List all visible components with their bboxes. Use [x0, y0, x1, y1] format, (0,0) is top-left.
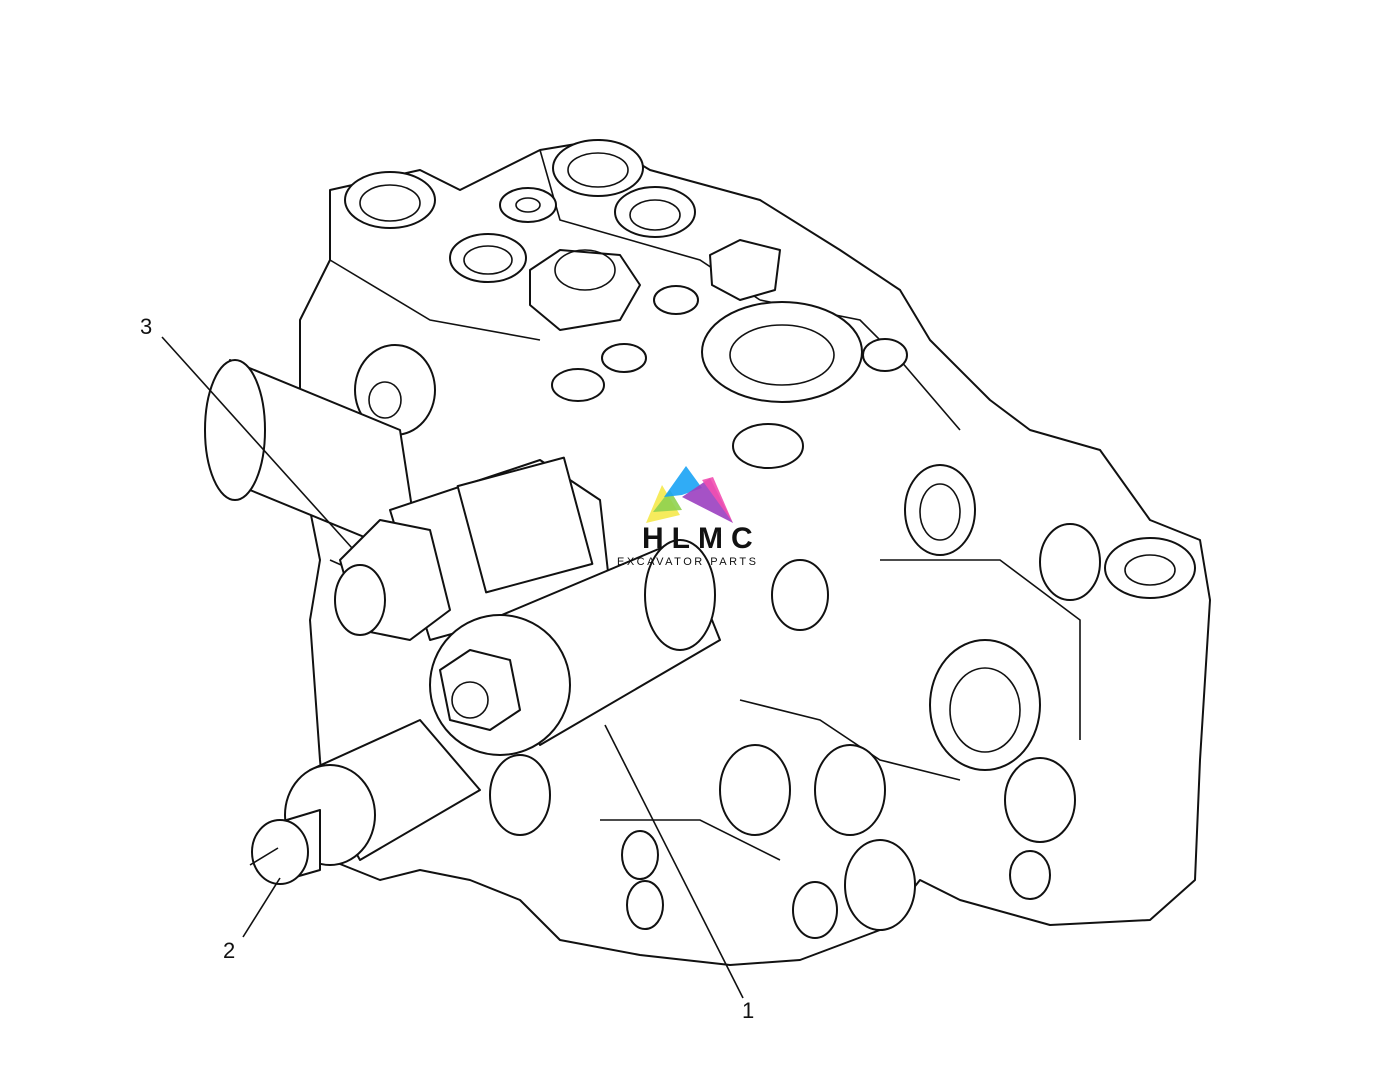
callout-2: 2 [223, 938, 236, 963]
watermark-logo-icon [646, 466, 733, 523]
callout-3: 3 [140, 314, 153, 339]
solenoid-1 [429, 539, 721, 756]
logo-facet [664, 466, 702, 497]
ports [344, 139, 1196, 939]
leader-line-1 [604, 724, 744, 999]
leader-line-2 [242, 877, 281, 938]
logo-facet [653, 490, 682, 512]
logo-facet [682, 478, 733, 523]
solenoid-3 [204, 359, 611, 641]
watermark-subtitle: EXCAVATOR PARTS [617, 556, 759, 568]
leader-line-3 [161, 336, 353, 549]
logo-facet [702, 477, 733, 523]
solenoid-2 [249, 719, 481, 885]
leader-lines [161, 336, 744, 999]
callout-1: 1 [742, 998, 755, 1023]
watermark-title: HLMC [642, 522, 761, 555]
